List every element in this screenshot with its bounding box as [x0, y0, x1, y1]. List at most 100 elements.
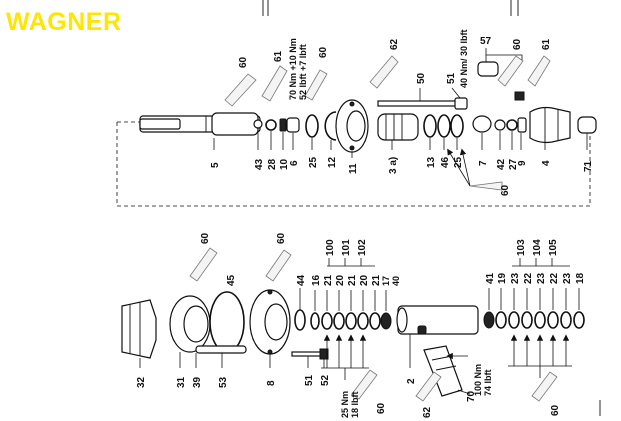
left-stack-col-6: 17: [381, 276, 391, 286]
label-part-19: 19: [497, 272, 508, 284]
parts-50-51-bolt: [377, 87, 468, 110]
label-part-57: 57: [480, 36, 492, 47]
label-part-2: 2: [406, 378, 417, 384]
label-part-46: 46: [440, 156, 451, 168]
part-32-cap: [121, 299, 157, 368]
label-part-70: 70: [466, 390, 477, 402]
label-part-28: 28: [267, 158, 278, 170]
right-stack-col-3: 23: [536, 272, 547, 284]
grease-ref-10: 60: [376, 402, 387, 414]
part-44-ring: [294, 288, 306, 331]
torque-70-line1: 70 Nm +10 Nm: [288, 38, 298, 100]
label-part-44: 44: [296, 274, 307, 286]
label-part-31: 31: [176, 376, 187, 388]
grease-arrows-top: [447, 148, 503, 191]
parts-39-53-pin: [195, 345, 247, 368]
grease-ref-8: 60: [200, 232, 211, 244]
part-2-cylinder: [396, 305, 479, 368]
grease-ref-labels: 60 61 60 62 60 61 60 60 60 60 62 60: [200, 38, 561, 418]
grease-ref-3: 60: [318, 46, 329, 58]
label-part-10: 10: [279, 158, 290, 170]
label-part-45: 45: [226, 274, 237, 286]
left-stack-col-1: 21: [323, 274, 334, 286]
label-part-7: 7: [478, 160, 489, 166]
part-31-housing: [169, 295, 211, 368]
grease-arrows-left: [321, 334, 369, 380]
label-part-41: 41: [485, 272, 496, 284]
bottom-labels: 32 31 39 53 8 45 44 16 51 52 2 70 41 19 …: [136, 272, 586, 402]
right-stack-col-5: 23: [562, 272, 573, 284]
label-part-51: 51: [446, 72, 457, 84]
right-stack-row-2: 104: [532, 239, 543, 256]
grease-ref-7: 60: [500, 184, 511, 196]
label-part-5: 5: [210, 162, 221, 168]
right-stack-col-1: 23: [510, 272, 521, 284]
grease-ref-1: 60: [238, 56, 249, 68]
grease-ref-2: 61: [273, 50, 284, 62]
label-part-51b: 51: [304, 374, 315, 386]
label-part-8: 8: [266, 380, 277, 386]
torque-70-line2: 52 lbft +7 lbft: [298, 44, 308, 100]
left-stack-row-3: 102: [357, 239, 368, 256]
torque-25-line2: 18 lbft: [350, 391, 360, 418]
left-stack-col-4: 20: [359, 274, 370, 286]
label-part-39: 39: [192, 376, 203, 388]
left-stack-labels: 100 101 102 21 20 21 20 21 17 40: [323, 239, 401, 286]
grease-ref-5: 60: [512, 38, 523, 50]
part-4-housing: [529, 106, 571, 150]
left-stack-col-5: 21: [371, 274, 382, 286]
right-stack-col-2: 22: [523, 272, 534, 284]
part-8-flange: [249, 289, 291, 368]
part-5-shaft: [139, 112, 261, 150]
left-stack-col-3: 21: [347, 274, 358, 286]
label-part-27: 27: [508, 158, 519, 170]
label-part-25b: 25: [453, 156, 464, 168]
left-stack-row-1: 100: [325, 239, 336, 256]
part-57-bushing: [477, 48, 525, 101]
right-stack-col-4: 22: [549, 272, 560, 284]
part-45-ring: [209, 291, 245, 353]
left-stack-row-2: 101: [341, 239, 352, 256]
part-71-cap: [577, 116, 597, 150]
left-seal-stack: [310, 258, 392, 330]
grease-bubbles-bottom: [189, 247, 558, 402]
label-part-25a: 25: [308, 156, 319, 168]
top-labels: 5 43 28 10 6 25 12 11 3 a) 13 46 25 7 42…: [210, 36, 594, 174]
part-70-fitting: [423, 345, 471, 397]
right-stack-row-3: 105: [548, 239, 559, 256]
parts-25-12-rings: [305, 111, 337, 150]
torque-labels: 70 Nm +10 Nm 52 lbft +7 lbft 40 Nm/ 30 l…: [288, 29, 493, 418]
grease-ref-4: 62: [389, 38, 400, 50]
label-part-18: 18: [575, 272, 586, 284]
label-part-16: 16: [311, 274, 322, 286]
right-stack-labels: 103 104 105 23 22 23 22 23: [510, 239, 573, 284]
parts-43-28-10-6: [253, 117, 300, 150]
label-part-43: 43: [254, 158, 265, 170]
grease-ref-12: 60: [550, 404, 561, 416]
right-seal-stack: [483, 258, 585, 329]
part-3-hub: [377, 113, 419, 150]
left-stack-col-2: 20: [335, 274, 346, 286]
label-part-6: 6: [289, 160, 300, 166]
label-part-12: 12: [327, 156, 338, 168]
grease-arrows-right: [508, 334, 572, 378]
parts-51-52-bolt: [291, 348, 329, 368]
torque-40-label: 40 Nm/ 30 lbft: [459, 29, 469, 88]
label-part-52: 52: [320, 374, 331, 386]
label-part-53: 53: [218, 376, 229, 388]
right-stack-row-1: 103: [516, 239, 527, 256]
label-part-42: 42: [496, 158, 507, 170]
label-part-32: 32: [136, 376, 147, 388]
part-11-flange: [335, 99, 369, 158]
grease-ref-11: 62: [422, 406, 433, 418]
torque-100-line1: 100 Nm: [473, 364, 483, 396]
frame-lines: [262, 0, 601, 416]
brand-logo: WAGNER: [6, 8, 122, 36]
label-part-13: 13: [426, 156, 437, 168]
grease-ref-9: 60: [276, 232, 287, 244]
label-part-3: 3 a): [388, 157, 399, 174]
left-stack-col-7: 40: [391, 276, 401, 286]
parts-7-42-27-9: [472, 115, 527, 150]
label-part-4: 4: [541, 160, 552, 166]
